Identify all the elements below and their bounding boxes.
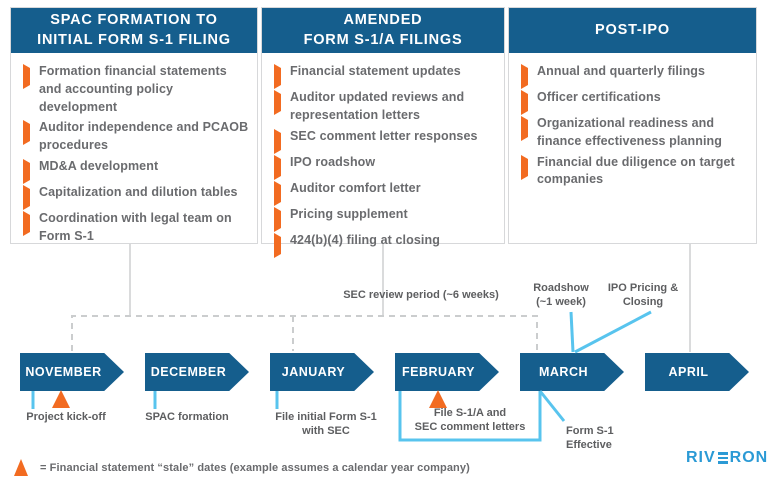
event-spac-formation: SPAC formation <box>145 411 229 423</box>
arrow-bullet-icon <box>521 115 537 151</box>
arrow-bullet-icon <box>521 154 537 190</box>
column-title-line: INITIAL FORM S-1 FILING <box>37 31 231 48</box>
bullet-text: Auditor independence and PCAOB procedure… <box>39 120 249 152</box>
event-label-line: with SEC <box>302 425 350 438</box>
bullet-text: Officer certifications <box>537 90 661 104</box>
column-header: SPAC FORMATION TO INITIAL FORM S-1 FILIN… <box>11 8 257 53</box>
arrow-bullet-icon <box>274 154 290 180</box>
ipo-pricing-label: IPO Pricing & Closing <box>608 281 678 310</box>
leader-roadshow <box>569 311 575 353</box>
bullet-text: Auditor updated reviews and representati… <box>290 90 465 122</box>
sec-review-label: SEC review period (~6 weeks) <box>343 289 499 301</box>
arrow-bullet-icon <box>521 89 537 115</box>
bullet-list: Financial statement updates Auditor upda… <box>262 53 504 258</box>
roadshow-label-line: Roadshow <box>533 282 589 294</box>
column-spac-formation: SPAC FORMATION TO INITIAL FORM S-1 FILIN… <box>10 7 258 244</box>
column-amended-filings: AMENDED FORM S-1/A FILINGS Financial sta… <box>261 7 505 258</box>
event-label-line: File S-1/A and <box>433 407 507 419</box>
timeline-month-january: JANUARY <box>270 353 374 391</box>
event-label-line: File initial Form S-1 <box>275 411 377 423</box>
arrow-bullet-icon <box>23 119 39 155</box>
leader-ipo-pricing <box>574 310 652 354</box>
arrow-bullet-icon <box>274 89 290 125</box>
arrow-bullet-icon <box>274 232 290 258</box>
bullet-text: Pricing supplement <box>290 206 408 221</box>
list-item: Auditor updated reviews and representati… <box>274 89 498 125</box>
arrow-bullet-icon <box>521 63 537 89</box>
bullet-text: Annual and quarterly filings <box>537 64 706 78</box>
list-item: Formation financial statements and accou… <box>23 63 251 116</box>
column-title-line: SPAC FORMATION TO <box>50 12 218 29</box>
stale-date-triangle-november <box>52 390 70 408</box>
timeline-month-april: APRIL <box>645 353 749 391</box>
list-item: Coordination with legal team on Form S-1 <box>23 210 251 246</box>
list-item: Capitalization and dilution tables <box>23 184 251 210</box>
arrow-bullet-icon <box>23 158 39 184</box>
event-form-s1-effective: Form S-1 Effective <box>566 424 614 453</box>
riveron-logo: RIV RON <box>686 449 768 467</box>
arrow-bullet-icon <box>274 63 290 89</box>
bullet-text: Formation financial statements and accou… <box>39 64 227 114</box>
column-title-line: POST-IPO <box>595 21 670 38</box>
list-item: Financial due diligence on target compan… <box>521 154 750 190</box>
arrow-bullet-icon <box>274 128 290 154</box>
arrow-bullet-icon <box>23 184 39 210</box>
timeline-month-december: DECEMBER <box>145 353 249 391</box>
list-item: Annual and quarterly filings <box>521 63 750 89</box>
legend-text: = Financial statement “stale” dates (exa… <box>40 462 470 474</box>
legend: = Financial statement “stale” dates (exa… <box>14 459 470 476</box>
bullet-text: SEC comment letter responses <box>290 128 478 143</box>
bullet-text: Coordination with legal team on Form S-1 <box>39 210 232 243</box>
timeline-month-february: FEBRUARY <box>395 353 499 391</box>
list-item: Auditor independence and PCAOB procedure… <box>23 119 251 155</box>
list-item: SEC comment letter responses <box>274 128 498 154</box>
bullet-list: Annual and quarterly filings Officer cer… <box>509 53 756 189</box>
event-label-line: Effective <box>566 439 612 452</box>
phase-columns: SPAC FORMATION TO INITIAL FORM S-1 FILIN… <box>10 7 757 258</box>
arrow-bullet-icon <box>274 180 290 206</box>
list-item: 424(b)(4) filing at closing <box>274 232 498 258</box>
list-item: Pricing supplement <box>274 206 498 232</box>
event-project-kickoff: Project kick-off <box>26 411 106 423</box>
list-item: Auditor comfort letter <box>274 180 498 206</box>
bullet-text: Financial statement updates <box>290 64 461 78</box>
arrow-bullet-icon <box>23 63 39 116</box>
bullet-text: Organizational readiness and finance eff… <box>537 116 722 148</box>
logo-text: RIV <box>686 449 716 466</box>
list-item: Organizational readiness and finance eff… <box>521 115 750 151</box>
ipo-pricing-label-line: Closing <box>622 296 664 309</box>
bullet-text: MD&A development <box>39 158 159 173</box>
dashed-span-line <box>71 315 538 351</box>
column-header: POST-IPO <box>509 8 756 53</box>
timeline-month-november: NOVEMBER <box>20 353 124 391</box>
bullet-text: IPO roadshow <box>290 154 376 169</box>
bullet-list: Formation financial statements and accou… <box>11 53 257 245</box>
stale-date-triangle-icon <box>14 459 28 476</box>
event-file-s1a: File S-1/A and SEC comment letters <box>415 406 526 435</box>
list-item: Financial statement updates <box>274 63 498 89</box>
leader-form-s1-effective <box>538 390 566 422</box>
bullet-text: Capitalization and dilution tables <box>39 184 238 199</box>
event-file-initial-s1: File initial Form S-1 with SEC <box>275 410 376 439</box>
list-item: Officer certifications <box>521 89 750 115</box>
column-post-ipo: POST-IPO Annual and quarterly filings Of… <box>508 7 757 244</box>
column-header: AMENDED FORM S-1/A FILINGS <box>262 8 504 53</box>
roadshow-label: Roadshow (~1 week) <box>533 281 589 310</box>
arrow-bullet-icon <box>23 210 39 246</box>
bullet-text: 424(b)(4) filing at closing <box>290 232 440 247</box>
logo-text: RON <box>729 449 768 466</box>
event-label-line: SEC comment letters <box>414 421 526 434</box>
bullet-text: Financial due diligence on target compan… <box>537 154 735 187</box>
column-title-line: FORM S-1/A FILINGS <box>303 31 463 48</box>
list-item: IPO roadshow <box>274 154 498 180</box>
roadshow-label-line: (~1 week) <box>536 296 586 309</box>
arrow-bullet-icon <box>274 206 290 232</box>
list-item: MD&A development <box>23 158 251 184</box>
riveron-e-bars-icon <box>717 452 728 464</box>
bullet-text: Auditor comfort letter <box>290 180 421 195</box>
column-title-line: AMENDED <box>343 12 423 29</box>
timeline-month-march: MARCH <box>520 353 624 391</box>
event-label-line: Form S-1 <box>566 425 614 437</box>
ipo-pricing-label-line: IPO Pricing & <box>607 282 679 294</box>
